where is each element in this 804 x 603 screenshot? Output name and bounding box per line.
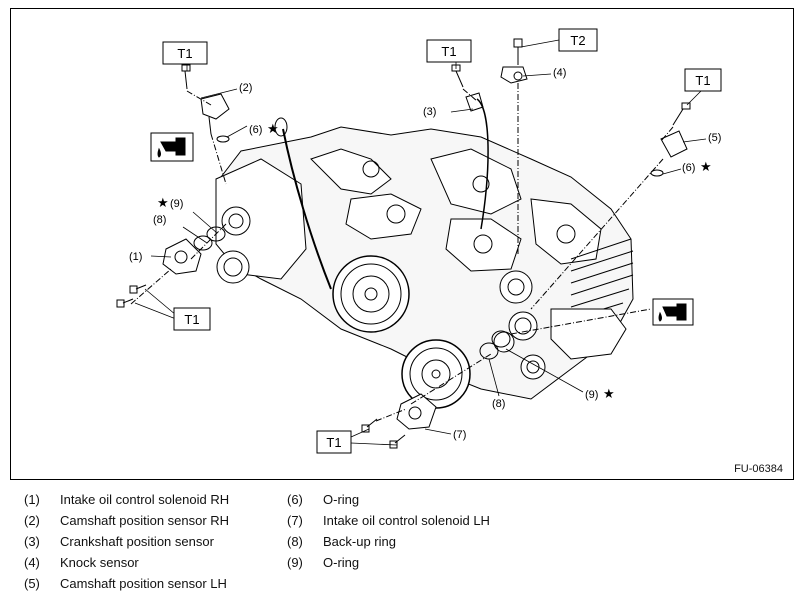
engine-diagram: T1 T1 T2 T1 T1 T1 (1) (2) (3) (4) (5) (6…: [116, 28, 722, 454]
torque-label-t1-b: T1: [441, 44, 456, 59]
callout-9-right: (9): [585, 389, 598, 401]
oil-symbol-left: [150, 132, 194, 162]
star-9-right: ★: [603, 386, 615, 401]
legend-num: (3): [24, 534, 40, 549]
callout-5: (5): [708, 132, 721, 144]
torque-box-t1-d: [173, 307, 211, 331]
legend-num: (9): [287, 555, 303, 570]
star-6-rh: ★: [267, 121, 279, 136]
torque-label-t1-e: T1: [326, 435, 341, 450]
torque-box-t1-a: [162, 41, 208, 65]
legend-text: Knock sensor: [60, 555, 139, 570]
legend-text: Crankshaft position sensor: [60, 534, 214, 549]
knock-sensor: [500, 38, 528, 84]
legend-text: Back-up ring: [323, 534, 396, 549]
legend-num: (8): [287, 534, 303, 549]
intake-oil-control-solenoid-rh: [162, 238, 202, 275]
legend-num: (7): [287, 513, 303, 528]
camshaft-position-sensor-lh: [660, 130, 688, 158]
camshaft-position-sensor-rh: [200, 93, 230, 135]
engine-block: [215, 117, 634, 409]
torque-label-t1-d: T1: [184, 312, 199, 327]
legend-text: O-ring: [323, 492, 360, 507]
intake-oil-control-solenoid-lh: [396, 393, 437, 430]
callout-8-left: (8): [153, 214, 166, 226]
back-up-ring-left: [193, 235, 213, 251]
explode-lines: [130, 83, 674, 422]
legend-left: (1) Intake oil control solenoid RH (2) C…: [24, 492, 274, 602]
o-ring-6-rh: [216, 135, 230, 143]
legend-num: (1): [24, 492, 40, 507]
torque-box-t1-b: [426, 39, 472, 63]
callout-2: (2): [239, 82, 252, 94]
torque-label-t2: T2: [570, 33, 585, 48]
legend-right: (6) O-ring (7) Intake oil control soleno…: [287, 492, 547, 582]
torque-label-t1-a: T1: [177, 46, 192, 61]
leader-lines: [134, 39, 707, 446]
legend-text: Camshaft position sensor LH: [60, 576, 227, 591]
callout-8-right: (8): [492, 398, 505, 410]
bolts: [116, 64, 691, 449]
legend-text: O-ring: [323, 555, 360, 570]
o-ring-6-lh: [650, 169, 664, 177]
torque-label-t1-c: T1: [695, 73, 710, 88]
callout-6-lh: (6): [682, 162, 695, 174]
legend-num: (5): [24, 576, 40, 591]
callout-6-rh: (6): [249, 124, 262, 136]
diagram-frame: T1 T1 T2 T1 T1 T1 (1) (2) (3) (4) (5) (6…: [10, 8, 794, 480]
callout-9-left: (9): [170, 198, 183, 210]
legend-text: Intake oil control solenoid LH: [323, 513, 490, 528]
figure-code: FU-06384: [734, 463, 783, 475]
legend-text: Intake oil control solenoid RH: [60, 492, 230, 507]
torque-box-t1-e: [316, 430, 352, 454]
o-ring-9-left: [206, 226, 226, 242]
callout-3: (3): [423, 106, 436, 118]
legend-text: Camshaft position sensor RH: [60, 513, 230, 528]
callout-7: (7): [453, 429, 466, 441]
oil-symbol-right: [652, 298, 694, 326]
crankshaft-position-sensor: [465, 92, 489, 230]
star-6-lh: ★: [700, 159, 712, 174]
star-9-left: ★: [157, 195, 169, 210]
torque-box-t1-c: [684, 68, 722, 92]
callout-4: (4): [553, 67, 566, 79]
legend-num: (4): [24, 555, 40, 570]
torque-box-t2: [558, 28, 598, 52]
legend-num: (6): [287, 492, 303, 507]
o-ring-9-right: [491, 330, 511, 348]
legend-num: (2): [24, 513, 40, 528]
callout-1: (1): [129, 251, 142, 263]
